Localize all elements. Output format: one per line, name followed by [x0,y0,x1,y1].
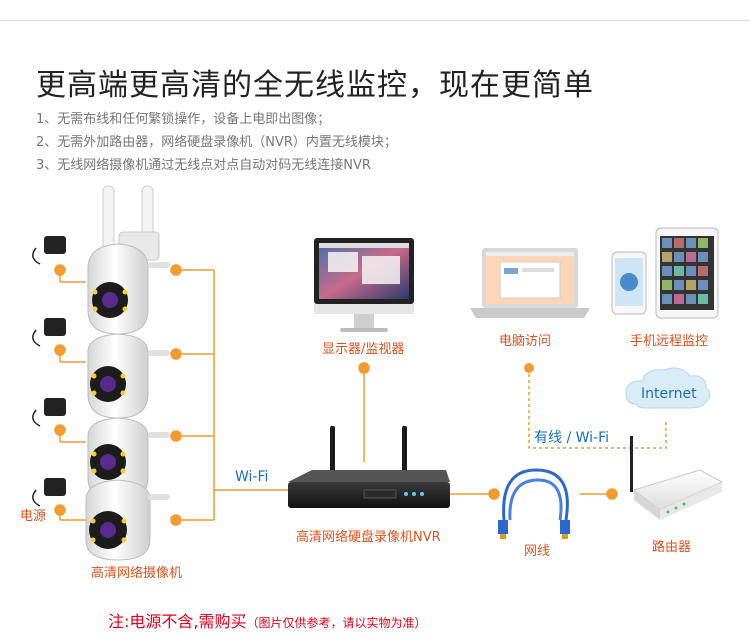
power-connectors [54,264,86,521]
mobile-label: 手机远程监控 [630,334,709,349]
camera-4 [85,479,170,561]
pc-access-label: 电脑访问 [499,334,552,349]
camera-label: 高清网络摄像机 [91,566,183,581]
mobile-devices [611,227,719,319]
internet-cloud [625,367,711,409]
camera-3 [87,417,170,501]
monitor-label: 显示器/监视器 [322,342,405,357]
cable-label: 网线 [524,544,551,559]
nvr-device [288,426,450,508]
feature-item: 1、无需布线和任何繁锁操作，设备上电即出图像； [36,112,331,127]
top-divider [0,20,750,21]
feature-item: 2、无需外加路由器，网络硬盘录像机（NVR）内置无线模块； [36,135,397,150]
camera-1 [87,231,170,335]
monitor-device [314,238,414,332]
wifi-label: Wi-Fi [235,469,269,485]
nvr-label: 高清网络硬盘录像机NVR [296,530,441,545]
feature-item: 3、无线网络摄像机通过无线点对点自动对码无线连接NVR [36,158,371,173]
footnote-main: 注:电源不含,需购买 [108,612,247,631]
page-title: 更高端更高清的全无线监控，现在更简单 [36,68,594,103]
camera-2 [87,333,170,419]
network-link [450,488,618,500]
internet-label: Internet [641,386,697,402]
camera-bus [170,264,290,526]
footnote: 注:电源不含,需购买（图片仅供参考，请以实物为准） [108,608,427,632]
power-adapters [32,236,66,507]
router-label: 路由器 [652,540,692,555]
laptop-device [470,248,590,318]
wired-wifi-label: 有线 / Wi-Fi [534,430,610,446]
power-label: 电源 [20,509,47,524]
monitor-link [358,362,370,462]
router-device [630,436,724,520]
footnote-sub: （图片仅供参考，请以实物为准） [246,616,427,630]
feature-list: 1、无需布线和任何繁锁操作，设备上电即出图像； 2、无需外加路由器，网络硬盘录像… [36,108,397,177]
network-cable [498,468,570,539]
pc-router-link [524,363,667,449]
